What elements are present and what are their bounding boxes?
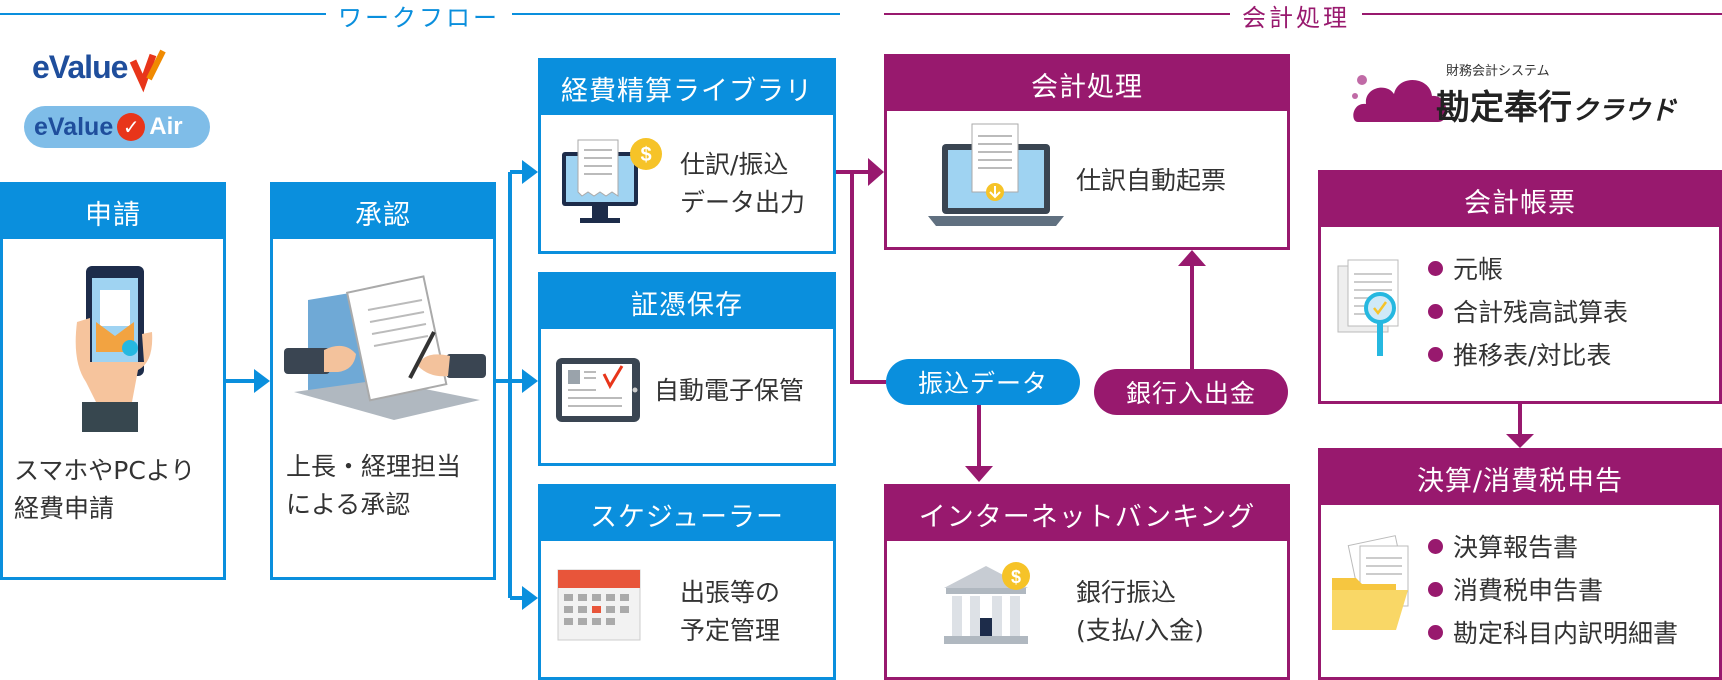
transfer-data-pill: 振込データ [886,359,1080,405]
smartphone-hand-icon [75,266,153,432]
ledger-item-label: 元帳 [1453,255,1504,284]
expense-title: 経費精算ライブラリ [541,61,833,115]
banking-title: インターネットバンキング [887,487,1287,541]
settle-item-label: 決算報告書 [1453,533,1579,562]
documents-magnifier-icon [1337,259,1399,356]
calendar-icon [557,569,641,641]
settle-item: 勘定科目内訳明細書 [1428,612,1678,655]
laptop-document-signing-icon [284,275,486,420]
evalue-v-logo-text: eValue [32,48,128,85]
evalue-check-icon [130,49,167,93]
banking-box: インターネットバンキング [884,484,1290,680]
cloud-icon [1352,75,1447,122]
apply-line1: スマホやPCより [14,456,196,485]
kanjo-sub-text: 財務会計システム [1446,64,1550,79]
ledger-title: 会計帳票 [1321,173,1719,227]
tablet-document-icon [556,358,640,422]
kanjo-main-text: 勘定奉行クラウド [1436,80,1676,129]
settle-list: 決算報告書 消費税申告書 勘定科目内訳明細書 [1428,526,1678,655]
settle-item: 消費税申告書 [1428,569,1678,612]
kanjo-main-label: 勘定奉行 [1436,88,1572,128]
folder-documents-icon [1332,535,1409,630]
ledger-list: 元帳 合計残高試算表 推移表/対比表 [1428,248,1628,377]
apply-line2: 経費申請 [14,494,115,523]
banking-line2: (支払/入金) [1076,616,1204,645]
bank-building-icon: $ [944,562,1030,644]
settle-title: 決算/消費税申告 [1321,451,1719,505]
expense-line2: データ出力 [680,188,806,217]
bank-io-pill: 銀行入出金 [1094,369,1288,415]
bullet-dot-icon [1428,346,1443,362]
accounting-line1: 仕訳自動起票 [1076,166,1227,195]
expense-line1: 仕訳/振込 [680,150,789,179]
ledger-item: 合計残高試算表 [1428,291,1628,334]
ledger-item-label: 合計残高試算表 [1453,298,1629,327]
monitor-receipt-icon: $ [562,138,662,223]
schedule-title: スケジューラー [541,487,833,541]
bullet-dot-icon [1428,303,1443,319]
settle-item: 決算報告書 [1428,526,1678,569]
svg-text:$: $ [640,144,651,166]
bullet-dot-icon [1428,538,1443,554]
approve-line2: による承認 [286,490,411,519]
schedule-line2: 予定管理 [680,616,781,645]
bullet-dot-icon [1428,581,1443,597]
schedule-line1: 出張等の [680,578,781,607]
approve-title: 承認 [273,185,493,239]
approve-line1: 上長・経理担当 [286,452,462,481]
accounting-title: 会計処理 [1230,0,1362,33]
bullet-dot-icon [1428,260,1443,276]
air-check-icon: ✓ [117,113,146,141]
ledger-item: 元帳 [1428,248,1628,291]
svg-text:$: $ [1011,567,1021,587]
evalue-air-logo-text: eValue [34,112,114,141]
apply-title: 申請 [3,185,223,239]
banking-line1: 銀行振込 [1076,578,1177,607]
accounting-box-title: 会計処理 [887,57,1287,111]
kanjo-bugyo-logo: 財務会計システム 勘定奉行クラウド [1352,62,1702,132]
evalue-v-logo: eValue [32,44,169,93]
evidence-title: 証憑保存 [541,275,833,329]
air-logo-text: Air [149,113,183,140]
bullet-dot-icon [1428,624,1443,640]
workflow-title: ワークフロー [326,0,512,33]
settle-item-label: 消費税申告書 [1453,576,1604,605]
kanjo-suffix-label: クラウド [1572,96,1677,126]
evidence-line1: 自動電子保管 [654,376,805,405]
evalue-air-logo: eValue ✓ Air [24,106,210,148]
ledger-item-label: 推移表/対比表 [1453,341,1612,370]
ledger-item: 推移表/対比表 [1428,334,1628,377]
laptop-journal-icon [928,123,1064,226]
settle-item-label: 勘定科目内訳明細書 [1453,619,1679,648]
